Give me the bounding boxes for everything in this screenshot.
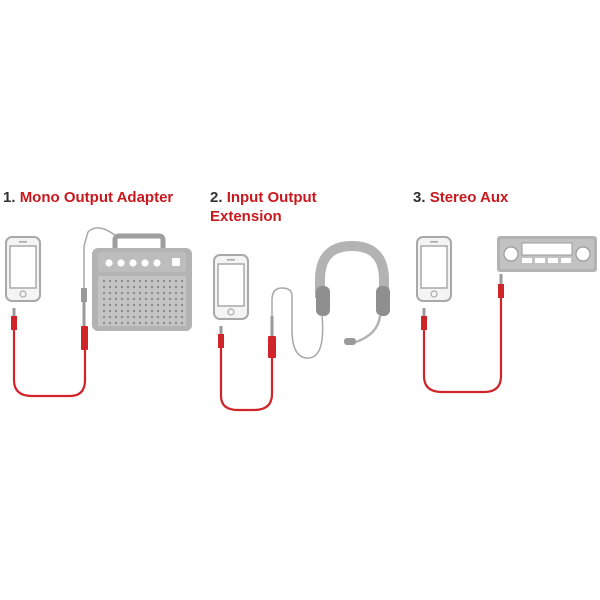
guitar-amplifier-icon: [92, 233, 192, 331]
panel-1-name: Mono Output Adapter: [19, 189, 174, 206]
panel-1-title: 1. Mono Output Adapter: [3, 188, 203, 207]
panel-2: [213, 240, 390, 412]
panel-3-title: 3. Stereo Aux: [413, 188, 593, 207]
smartphone-icon: [213, 254, 249, 320]
panel-2-name: Input Output: [226, 189, 317, 206]
headset-icon: [315, 240, 390, 345]
phone-plug-icon: [421, 308, 427, 330]
phone-plug-icon: [218, 326, 224, 348]
panel-2-number: 2.: [210, 189, 223, 206]
grey-lead: [271, 287, 324, 359]
phone-plug-icon: [11, 308, 17, 330]
red-cable: [12, 330, 87, 398]
panel-2-title: 2. Input Output Extension: [210, 188, 410, 226]
panel-1: [5, 227, 192, 398]
extension-plug-icon: [268, 316, 276, 358]
grey-lead: [83, 227, 117, 288]
red-plug-end: [81, 326, 88, 350]
panel-1-number: 1.: [3, 189, 16, 206]
smartphone-icon: [416, 236, 452, 302]
adapter-plug-icon: [81, 288, 87, 326]
panel-3-name: Stereo Aux: [429, 189, 509, 206]
stereo-plug-icon: [498, 274, 504, 298]
smartphone-icon: [5, 236, 41, 302]
panel-3-number: 3.: [413, 189, 426, 206]
car-stereo-icon: [497, 236, 597, 272]
red-cable: [219, 348, 274, 412]
red-cable: [422, 298, 503, 394]
panel-3: [416, 236, 597, 394]
panel-2-name-line2: Extension: [210, 208, 282, 225]
